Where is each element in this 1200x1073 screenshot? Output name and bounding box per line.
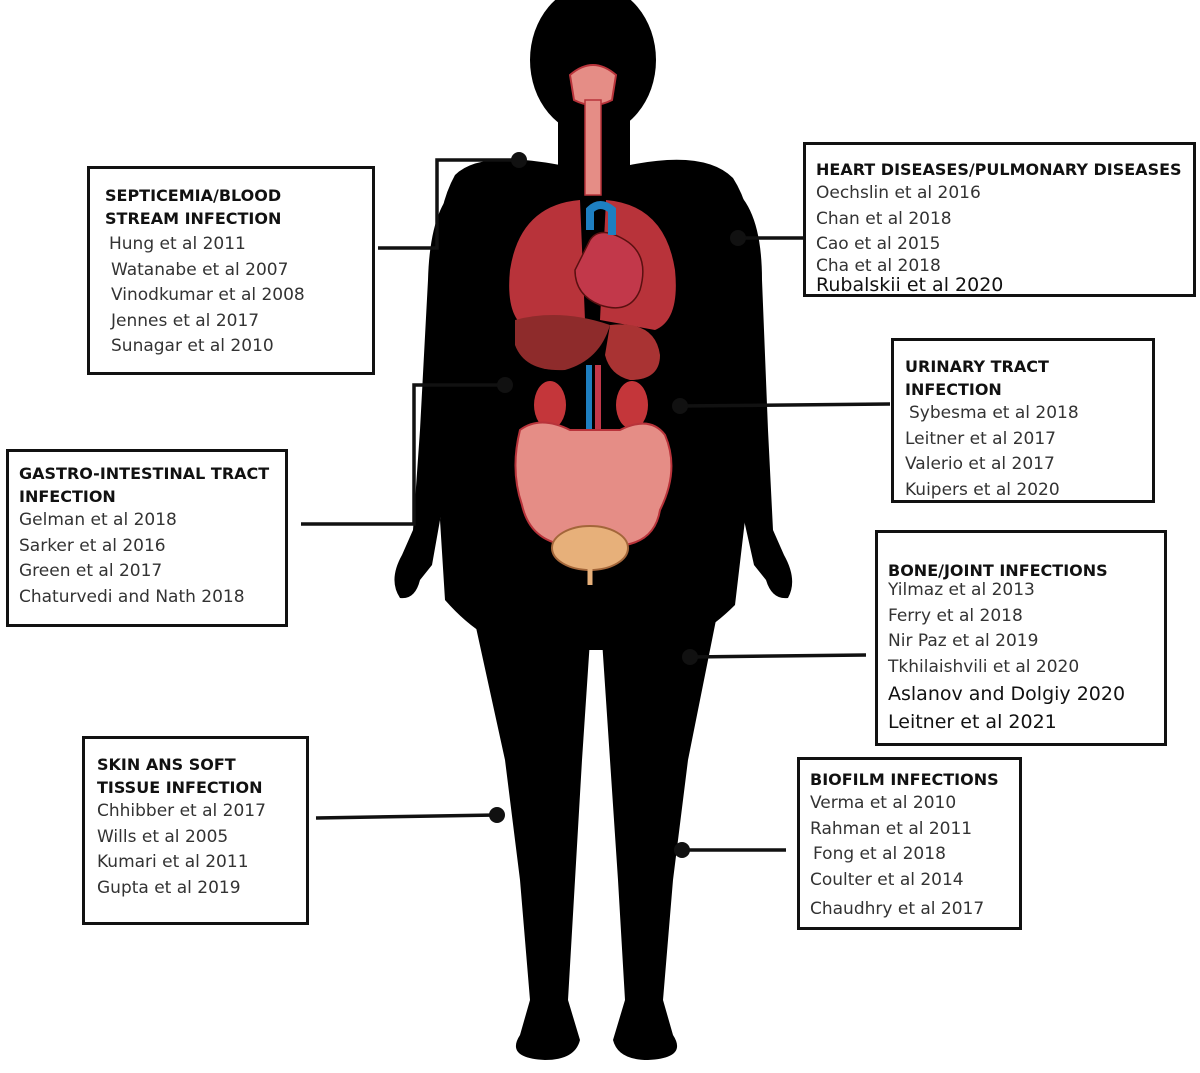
skin-ref: Gupta et al 2019 — [97, 877, 241, 898]
left-lung-icon — [509, 200, 585, 330]
left-leg-shape — [470, 600, 592, 1060]
heart-ref: Cha et al 2018 — [816, 255, 941, 276]
bladder-icon — [551, 525, 629, 571]
septicemia-title: SEPTICEMIA/BLOOD STREAM INFECTION — [105, 186, 282, 228]
biofilm-ref: Verma et al 2010 — [810, 793, 957, 813]
connector-gastro — [301, 383, 505, 526]
intestines-icon — [514, 421, 673, 546]
heart-ref: Oechslin et al 2016 — [816, 183, 981, 203]
bone-ref: Nir Paz et al 2019 — [888, 631, 1039, 652]
liver-icon — [515, 315, 610, 371]
urinary-ref: Sybesma et al 2018 — [909, 403, 1079, 423]
bone-title: BONE/JOINT INFECTIONS — [888, 561, 1108, 580]
gastro-ref: Chaturvedi and Nath 2018 — [19, 586, 245, 607]
biofilm-ref: Fong et al 2018 — [813, 844, 946, 865]
urinary-ref: Valerio et al 2017 — [905, 454, 1055, 475]
biofilm-box: BIOFILM INFECTIONS Verma et al 2010 Rahm… — [797, 757, 1022, 930]
trachea-icon — [584, 99, 602, 196]
biofilm-ref: Chaudhry et al 2017 — [810, 899, 985, 920]
stomach-icon — [605, 324, 660, 380]
septicemia-box: SEPTICEMIA/BLOOD STREAM INFECTION Hung e… — [87, 166, 375, 375]
dot-skin — [489, 807, 505, 823]
skin-ref: Chhibber et al 2017 — [97, 801, 266, 821]
septicemia-ref: Watanabe et al 2007 — [111, 259, 289, 280]
heart-ref: Cao et al 2015 — [816, 234, 941, 255]
heart-ref: Chan et al 2018 — [816, 208, 952, 229]
gastro-ref: Sarker et al 2016 — [19, 535, 166, 556]
right-leg-shape — [600, 600, 720, 1060]
septicemia-ref: Vinodkumar et al 2008 — [111, 285, 305, 306]
skin-ref: Wills et al 2005 — [97, 826, 229, 847]
bone-ref: Ferry et al 2018 — [888, 605, 1023, 626]
heart-ref: Rubalskii et al 2020 — [816, 273, 1004, 296]
connector-bone — [689, 653, 867, 659]
skin-soft-tissue-box: SKIN ANS SOFT TISSUE INFECTION Chhibber … — [82, 736, 309, 925]
urinary-ref: Kuipers et al 2020 — [905, 479, 1060, 500]
heart-pulmonary-box: HEART DISEASES/PULMONARY DISEASES Oechsl… — [803, 142, 1196, 297]
bone-joint-box: BONE/JOINT INFECTIONS Yilmaz et al 2013 … — [875, 530, 1167, 746]
kidney-left-icon — [534, 381, 566, 429]
biofilm-title: BIOFILM INFECTIONS — [810, 770, 999, 789]
bone-ref: Leitner et al 2021 — [888, 711, 1057, 734]
biofilm-ref: Rahman et al 2011 — [810, 818, 973, 839]
gastro-ref: Green et al 2017 — [19, 561, 163, 582]
connector-septicemia — [378, 158, 519, 250]
bone-ref: Aslanov and Dolgiy 2020 — [888, 683, 1126, 706]
gastro-title: GASTRO-INTESTINAL TRACT INFECTION — [19, 464, 270, 506]
dot-heart — [730, 230, 746, 246]
dot-septicemia — [511, 152, 527, 168]
aorta-icon — [586, 201, 616, 235]
biofilm-ref: Coulter et al 2014 — [810, 869, 964, 890]
left-arm-shape — [394, 185, 470, 599]
septicemia-ref: Hung et al 2011 — [109, 234, 246, 254]
kidney-right-icon — [616, 381, 648, 429]
right-arm-shape — [716, 185, 793, 599]
dot-urinary — [672, 398, 688, 414]
urinary-ref: Leitner et al 2017 — [905, 428, 1056, 449]
connector-dots — [489, 152, 746, 858]
dot-bone — [682, 649, 698, 665]
connectors — [301, 158, 891, 852]
septicemia-ref: Jennes et al 2017 — [111, 310, 260, 331]
skin-title: SKIN ANS SOFT TISSUE INFECTION — [97, 755, 263, 797]
organs — [509, 64, 676, 585]
skin-ref: Kumari et al 2011 — [97, 852, 249, 873]
gastro-ref: Gelman et al 2018 — [19, 510, 177, 530]
heart-title: HEART DISEASES/PULMONARY DISEASES — [816, 160, 1182, 179]
connector-urinary — [679, 402, 891, 408]
dot-biofilm — [674, 842, 690, 858]
dot-gastro — [497, 377, 513, 393]
bone-ref: Yilmaz et al 2013 — [888, 580, 1035, 600]
urinary-title: URINARY TRACT INFECTION — [905, 357, 1049, 399]
gastro-intestinal-box: GASTRO-INTESTINAL TRACT INFECTION Gelman… — [6, 449, 288, 627]
urinary-tract-box: URINARY TRACT INFECTION Sybesma et al 20… — [891, 338, 1155, 503]
connector-skin — [315, 813, 498, 820]
septicemia-ref: Sunagar et al 2010 — [111, 336, 274, 357]
airway-icon — [568, 64, 618, 106]
bone-ref: Tkhilaishvili et al 2020 — [888, 656, 1080, 677]
